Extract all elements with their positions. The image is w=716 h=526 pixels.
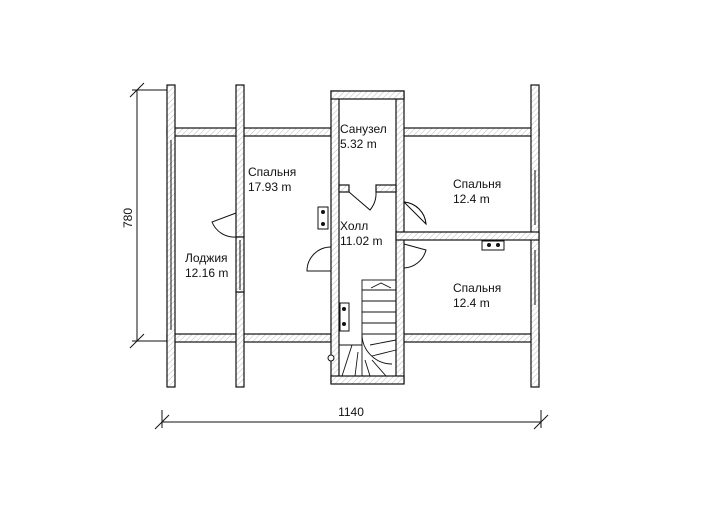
room-bath-area: 5.32 m xyxy=(340,137,377,151)
room-hall-name: Холл xyxy=(340,219,368,233)
bath-bottom-wall xyxy=(338,184,350,193)
room-loggia-area: 12.16 m xyxy=(185,266,228,280)
core-bottom-wall xyxy=(330,375,405,385)
room-bed1-name: Спальня xyxy=(248,165,296,179)
core-left-wall xyxy=(330,90,340,384)
wall-bottom-right xyxy=(402,333,540,343)
partition-right xyxy=(395,231,540,241)
radiator-hall xyxy=(339,302,350,332)
wall-bottom-left xyxy=(166,333,332,343)
doors xyxy=(211,191,427,272)
bath-bottom-wall-2 xyxy=(375,184,397,193)
windows xyxy=(170,140,536,330)
door-bath xyxy=(348,191,377,211)
column-marker xyxy=(327,354,335,362)
radiator-bed2 xyxy=(481,240,505,251)
room-bed2-name: Спальня xyxy=(453,177,501,191)
room-loggia-name: Лоджия xyxy=(185,251,228,265)
fixtures xyxy=(317,206,505,362)
wall-top-left xyxy=(166,127,332,137)
core-top-wall xyxy=(330,90,405,100)
post-2-bottom xyxy=(235,291,245,388)
room-bed2-area: 12.4 m xyxy=(453,192,490,206)
staircase xyxy=(339,279,397,377)
post-2-top xyxy=(235,84,245,238)
door-hall-left xyxy=(306,246,332,272)
room-bath-name: Санузел xyxy=(340,122,387,136)
radiator-bed1 xyxy=(317,206,329,230)
door-bed3 xyxy=(403,243,427,269)
walls xyxy=(166,84,540,388)
wall-top-right xyxy=(402,127,540,137)
door-bed2-arc xyxy=(403,201,427,225)
dimension-height: 780 xyxy=(121,208,135,228)
room-bed3-name: Спальня xyxy=(453,281,501,295)
room-bed3-area: 12.4 m xyxy=(453,296,490,310)
room-hall-area: 11.02 m xyxy=(340,234,382,248)
door-loggia xyxy=(211,212,237,238)
dimension-width: 1140 xyxy=(338,405,364,419)
dimension-lines xyxy=(129,82,549,430)
room-bed1-area: 17.93 m xyxy=(248,180,291,194)
